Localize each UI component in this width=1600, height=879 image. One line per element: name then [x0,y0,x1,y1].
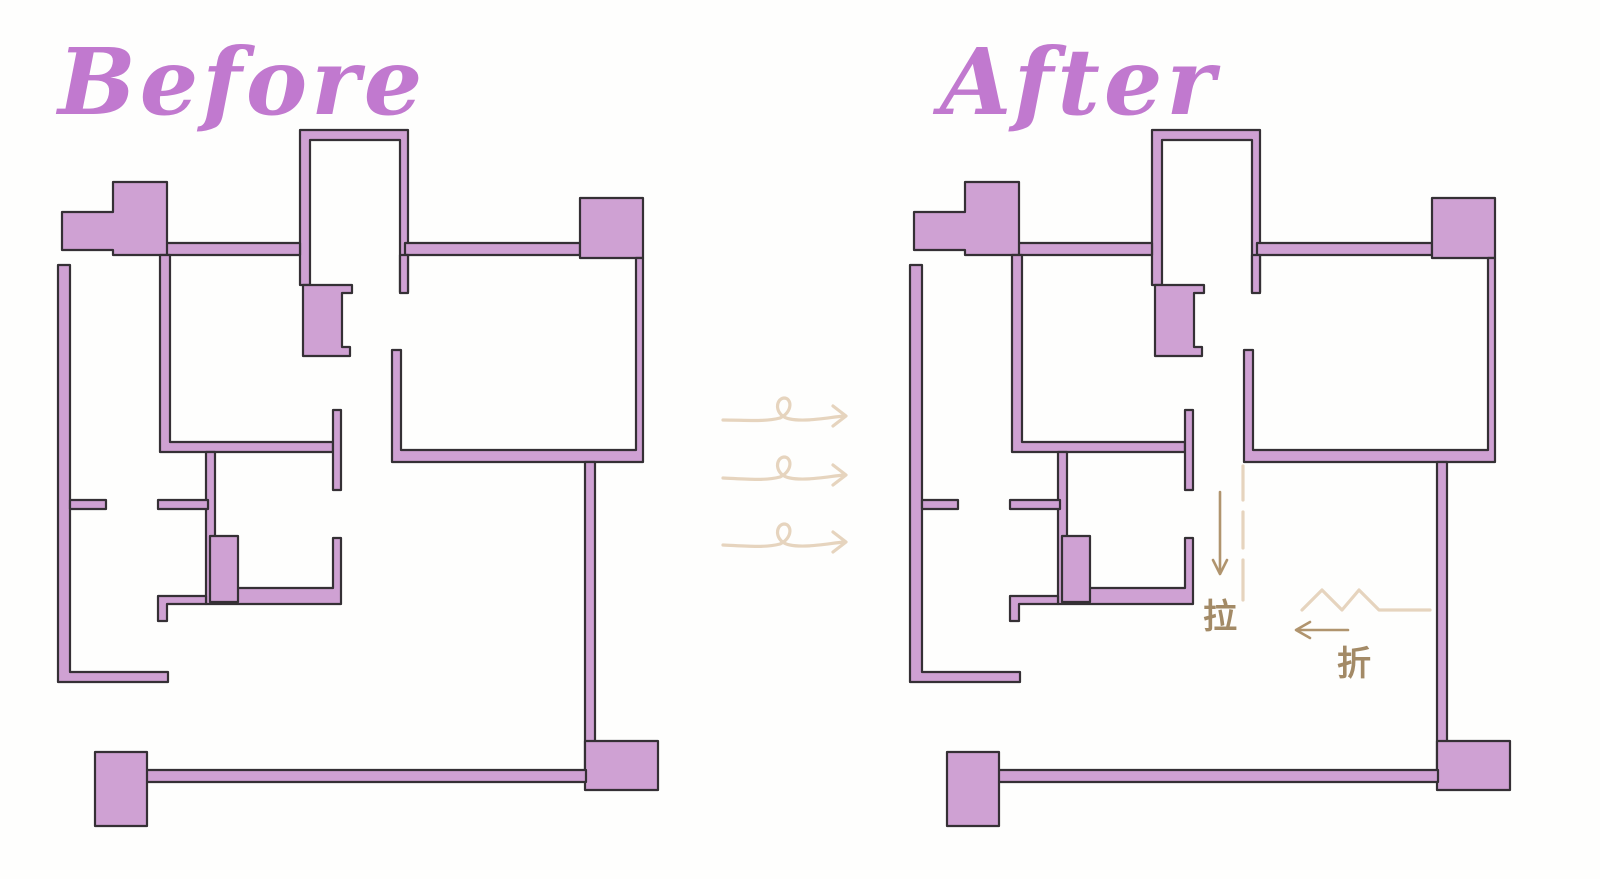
fold-label: 折 [1337,644,1371,684]
pull-label: 拉 [1203,597,1237,637]
fold-arrow-icon [1294,620,1350,640]
transition-arrows-icon [721,396,848,554]
folding-door-zigzag [1300,588,1432,612]
pull-arrow-icon [1211,490,1229,576]
after-floorplan [908,128,1512,828]
before-title: Before [58,28,427,136]
after-title: After [940,28,1219,136]
before-floorplan [56,128,660,828]
